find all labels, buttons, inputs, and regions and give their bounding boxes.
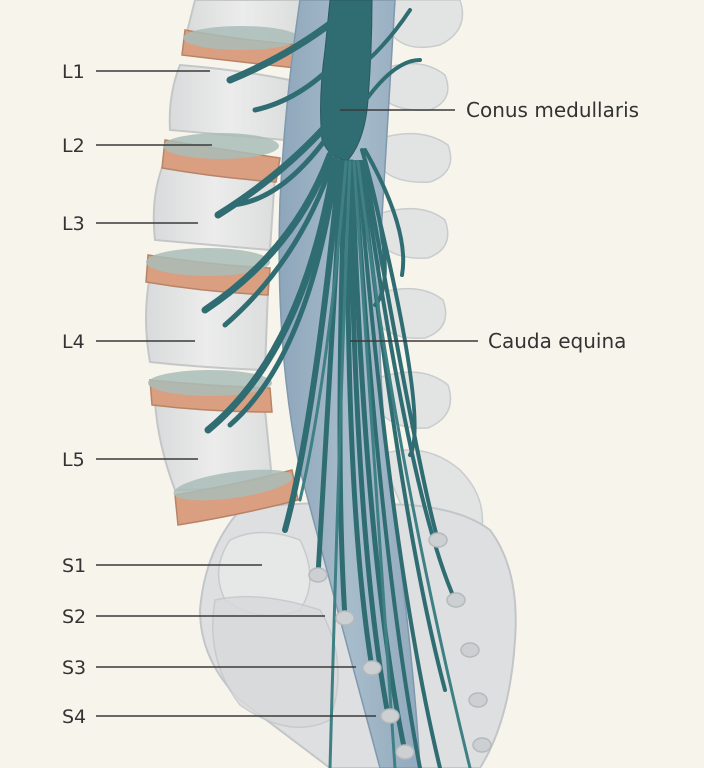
label-l4: L4 [62,331,85,353]
disc-l5 [173,469,299,526]
label-l5: L5 [62,449,85,471]
labels: L1 L2 L3 L4 L5 S1 S2 S3 S4 Conus medulla… [62,61,639,728]
leader-lines [96,70,478,717]
cauda-equina [201,8,472,768]
sacral-foramina [308,532,492,760]
label-l2: L2 [62,135,85,157]
disc-l2 [161,133,281,183]
label-s1: S1 [62,555,86,577]
label-l1: L1 [62,61,85,83]
disc-l4 [148,370,273,413]
label-s4: S4 [62,706,86,728]
label-conus-medullaris: Conus medullaris [466,98,639,122]
label-cauda-equina: Cauda equina [488,329,626,353]
label-s2: S2 [62,606,86,628]
label-l3: L3 [62,213,85,235]
intervertebral-discs [145,26,301,526]
label-s3: S3 [62,657,86,679]
